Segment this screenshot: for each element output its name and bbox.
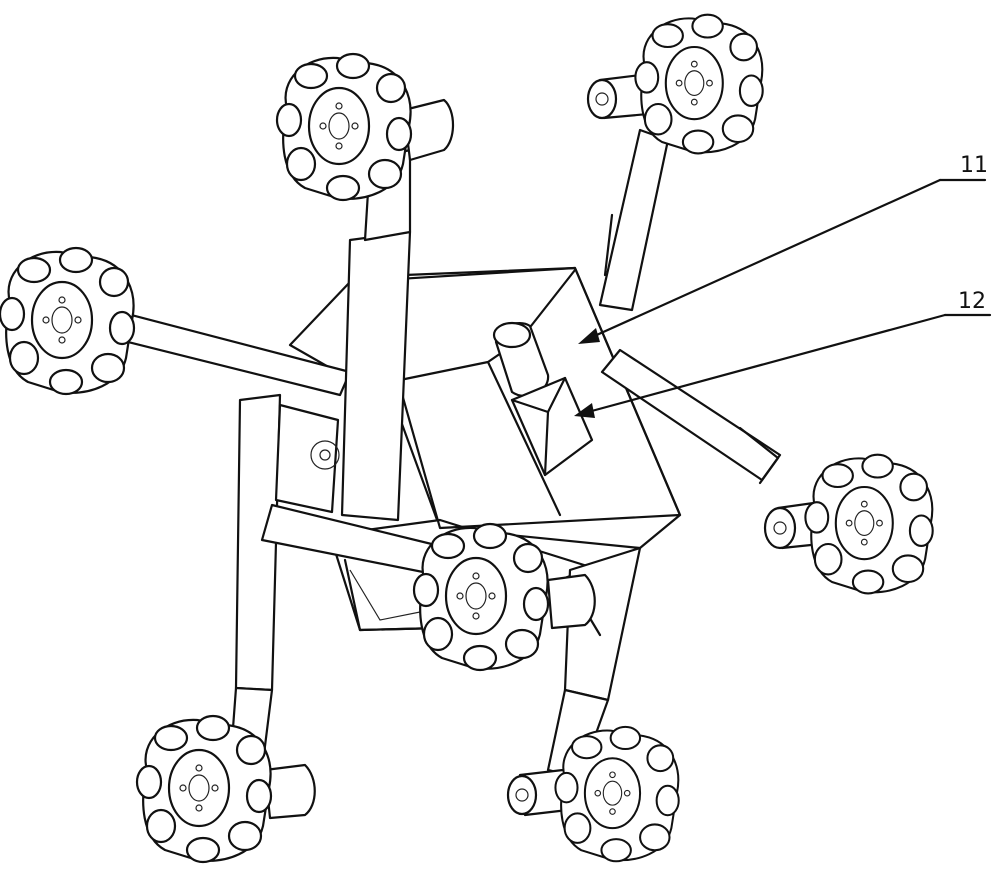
wheel-right [804, 453, 934, 595]
callout-11-label: 11 [960, 153, 988, 178]
frame-beams [110, 128, 782, 780]
wheel-rear-left [135, 714, 273, 864]
wheel-rear-right [554, 725, 680, 863]
wheel-front-left [275, 52, 413, 202]
callout-12: 12 [574, 289, 992, 418]
wheel-left [0, 246, 136, 396]
callout-11: 11 [578, 153, 988, 344]
callout-12-label: 12 [958, 289, 986, 314]
motor-and-control-box [492, 321, 594, 477]
axle-housings [263, 70, 842, 820]
wheel-front-right [634, 13, 764, 155]
wheel-center [412, 522, 550, 672]
